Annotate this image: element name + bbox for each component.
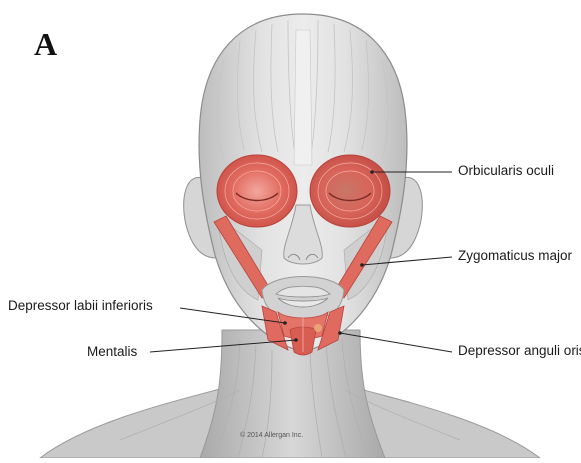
orbicularis-oculi-left	[217, 155, 297, 227]
label-mentalis: Mentalis	[87, 344, 137, 359]
label-orbicularis-oculi: Orbicularis oculi	[458, 163, 554, 178]
chin-highlight	[314, 324, 322, 332]
orbicularis-oculi-right	[310, 155, 390, 227]
label-zygomaticus-major: Zygomaticus major	[458, 248, 572, 263]
panel-letter: A	[34, 26, 57, 63]
label-depressor-anguli-oris: Depressor anguli oris	[458, 343, 581, 358]
procerus-band	[294, 30, 312, 165]
label-depressor-labii-inferioris: Depressor labii inferioris	[8, 298, 153, 313]
copyright-notice: © 2014 Allergan Inc.	[240, 432, 303, 439]
